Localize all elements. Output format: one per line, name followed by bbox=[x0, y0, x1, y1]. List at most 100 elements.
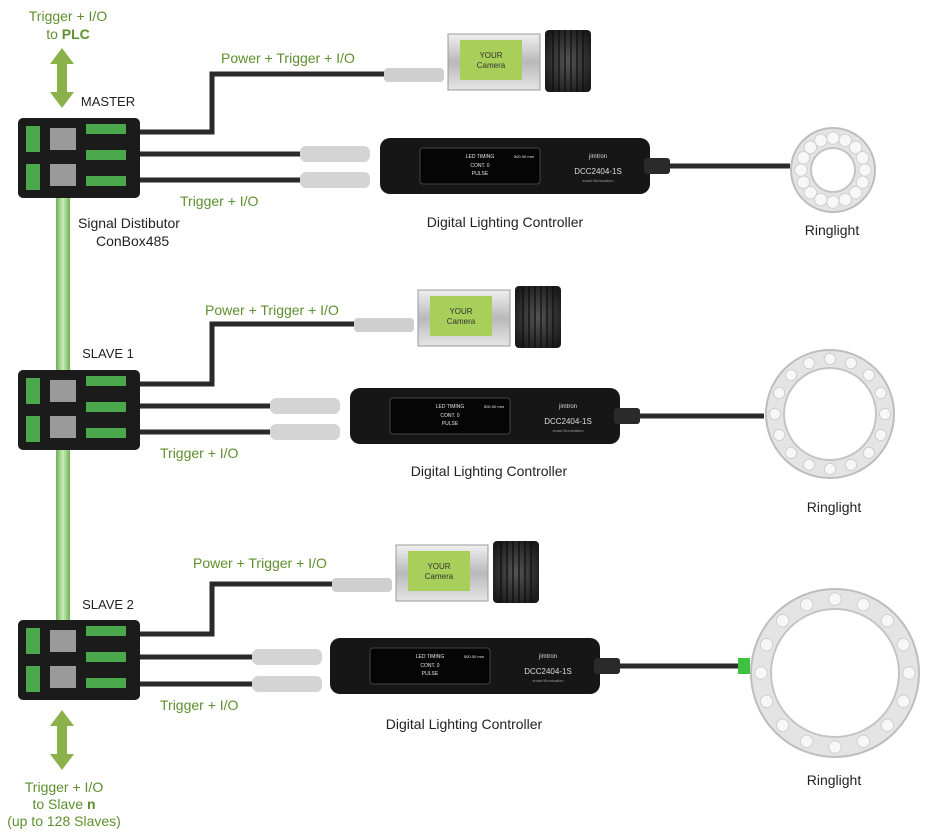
ringlight-led bbox=[848, 140, 863, 155]
controller-connector-upper bbox=[300, 146, 370, 162]
ringlight-led bbox=[880, 718, 895, 733]
ringlight-led bbox=[775, 613, 790, 628]
ringlight-inner bbox=[783, 367, 877, 461]
ringlight-led bbox=[799, 734, 814, 749]
camera-text-your: YOUR bbox=[427, 562, 450, 571]
controller-display bbox=[369, 647, 491, 685]
camera-text-your: YOUR bbox=[449, 307, 472, 316]
controller-label: Digital Lighting Controller bbox=[411, 463, 568, 479]
terminal-block-right bbox=[86, 150, 126, 160]
display-line3: PULSE bbox=[422, 671, 439, 677]
power-cable bbox=[140, 321, 354, 387]
controller-sub: smart illumination bbox=[552, 428, 583, 433]
ringlight-led bbox=[902, 666, 916, 680]
display-line1: LED TIMING bbox=[436, 404, 465, 410]
ringlight-led bbox=[874, 386, 887, 400]
camera-text-your: YOUR bbox=[479, 51, 502, 60]
ringlight-led bbox=[856, 597, 871, 612]
controller-connector-upper bbox=[270, 398, 340, 414]
rj45-port-top bbox=[50, 128, 76, 150]
camera-label-plate bbox=[460, 40, 522, 80]
ringlight-led bbox=[844, 357, 858, 370]
trigger-io-label: Trigger + I/O bbox=[160, 445, 239, 461]
device-row-2: SLAVE 1 Power + Trigger + I/O Trigger + I/… bbox=[18, 286, 895, 515]
ringlight-led bbox=[775, 718, 790, 733]
controller-brand: jimtron bbox=[558, 404, 577, 410]
camera-connector bbox=[354, 318, 414, 332]
ringlight-led bbox=[784, 368, 798, 382]
controller-display bbox=[419, 147, 541, 185]
ringlight-led bbox=[878, 407, 892, 421]
controller-tail bbox=[614, 408, 640, 424]
controller-label: Digital Lighting Controller bbox=[386, 716, 543, 732]
ringlight-led bbox=[856, 734, 871, 749]
rj45-port-bottom bbox=[50, 416, 76, 438]
signal-distributor-line1: Signal Distibutor bbox=[78, 215, 180, 231]
ringlight-inner bbox=[810, 147, 856, 193]
controller-model: DCC2404-1S bbox=[524, 667, 572, 676]
ringlight-led bbox=[838, 192, 852, 207]
signal-distributor-line2: ConBox485 bbox=[96, 233, 169, 249]
power-cable bbox=[140, 71, 384, 135]
terminal-block-right bbox=[86, 376, 126, 386]
power-trigger-io-label: Power + Trigger + I/O bbox=[205, 302, 339, 318]
ringlight-inner bbox=[770, 608, 900, 738]
top-io-plc: PLC bbox=[62, 26, 90, 42]
camera-connector bbox=[384, 68, 444, 82]
terminal-block-right bbox=[86, 402, 126, 412]
controller-model: DCC2404-1S bbox=[544, 417, 592, 426]
top-io-line1: Trigger + I/O bbox=[29, 8, 108, 24]
bottom-double-arrow-icon bbox=[50, 710, 74, 770]
ringlight-led bbox=[862, 368, 876, 382]
ringlight-led bbox=[754, 666, 768, 680]
ringlight-led bbox=[794, 163, 808, 177]
ringlight-led bbox=[796, 175, 811, 189]
bus-link-master-slave1 bbox=[56, 172, 70, 402]
ringlight-led bbox=[855, 175, 870, 189]
ringlight-led bbox=[759, 637, 774, 652]
ringlight-led bbox=[796, 151, 811, 165]
ringlight-led bbox=[799, 597, 814, 612]
ringlight-led bbox=[784, 446, 798, 460]
terminal-block-right bbox=[86, 652, 126, 662]
top-double-arrow-icon bbox=[50, 48, 74, 108]
camera-lens bbox=[493, 541, 539, 603]
camera-label-plate bbox=[430, 296, 492, 336]
ringlight-label: Ringlight bbox=[807, 772, 862, 788]
terminal-block-left bbox=[26, 416, 40, 442]
ringlight-led bbox=[880, 613, 895, 628]
terminal-block-left bbox=[26, 164, 40, 190]
display-value: 500.00 mm bbox=[514, 154, 535, 159]
ringlight-led bbox=[844, 458, 858, 471]
display-value: 500.00 mm bbox=[464, 654, 485, 659]
bottom-io-line3: (up to 128 Slaves) bbox=[7, 813, 121, 829]
terminal-block-left bbox=[26, 666, 40, 692]
bottom-io-line1: Trigger + I/O bbox=[25, 779, 104, 795]
terminal-block-right bbox=[86, 678, 126, 688]
ringlight-led bbox=[828, 592, 842, 606]
ringlight-led bbox=[858, 163, 872, 177]
controller-display bbox=[389, 397, 511, 435]
ringlight-led bbox=[814, 133, 828, 148]
display-line2: CONT. 0 bbox=[470, 163, 489, 169]
controller-brand: jimtron bbox=[538, 654, 557, 660]
role-label: SLAVE 2 bbox=[82, 597, 134, 612]
display-line2: CONT. 0 bbox=[440, 413, 459, 419]
ringlight-led bbox=[802, 357, 816, 370]
controller-label: Digital Lighting Controller bbox=[427, 214, 584, 230]
controller-connector-upper bbox=[252, 649, 322, 665]
top-io-line2: to PLC bbox=[46, 26, 90, 42]
camera-text-camera: Camera bbox=[425, 572, 454, 581]
role-label: SLAVE 1 bbox=[82, 346, 134, 361]
camera-lens bbox=[545, 30, 591, 92]
display-value: 500.00 mm bbox=[484, 404, 505, 409]
top-io-prefix: to bbox=[46, 26, 62, 42]
ringlight-led bbox=[802, 458, 816, 471]
controller-sub: smart illumination bbox=[532, 678, 563, 683]
terminal-block-right bbox=[86, 124, 126, 134]
controller-tail bbox=[594, 658, 620, 674]
ringlight-led bbox=[759, 694, 774, 709]
